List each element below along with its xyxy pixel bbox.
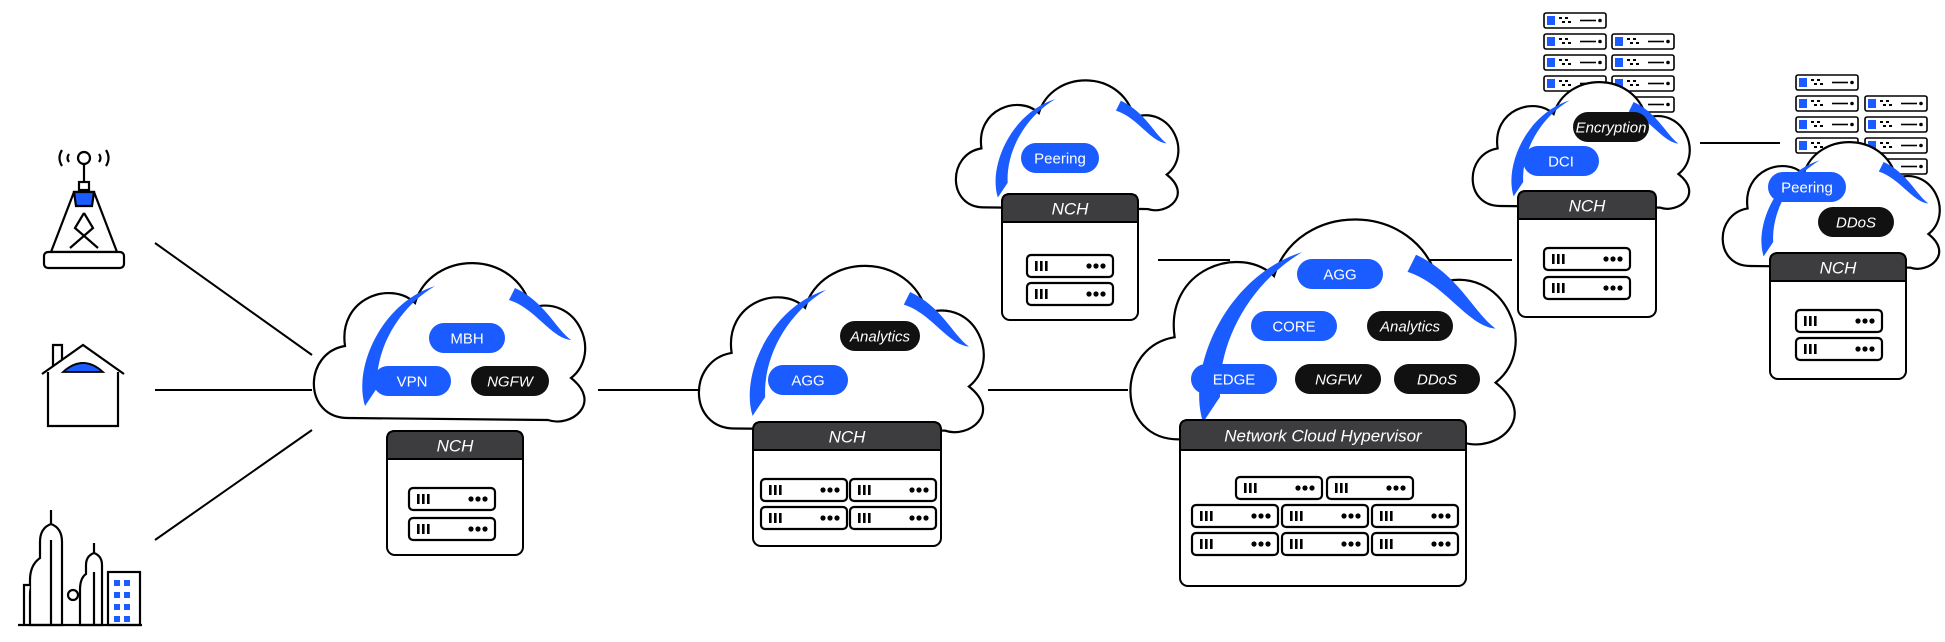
server-icon [1025, 253, 1115, 279]
server-icon [1542, 275, 1632, 301]
service-pill-ngfw: NGFW [471, 366, 549, 396]
server-icon [1280, 531, 1370, 557]
service-pill-vpn: VPN [373, 366, 451, 396]
service-pill-ngfw: NGFW [1295, 364, 1381, 394]
cloud-swoosh-icon [509, 288, 571, 340]
city-buildings-icon [18, 510, 142, 627]
service-pill-edge: EDGE [1191, 364, 1277, 394]
cloud-swoosh-icon [1115, 100, 1167, 144]
service-label: Peering [1781, 180, 1833, 197]
service-label: Peering [1034, 151, 1086, 168]
hypervisor-header [1179, 419, 1467, 451]
service-label: CORE [1272, 319, 1315, 336]
service-pill-dci: DCI [1523, 146, 1599, 176]
service-label: EDGE [1213, 372, 1256, 389]
server-icon [1370, 531, 1460, 557]
service-pill-ddos: DDoS [1394, 364, 1480, 394]
service-pill-agg: AGG [768, 365, 848, 395]
service-label: Analytics [1379, 319, 1441, 336]
server-icon [1234, 475, 1324, 501]
hypervisor-label: NCH [437, 437, 475, 456]
server-icon [759, 505, 849, 531]
cloud-swoosh-icon [749, 289, 827, 416]
server-icon [848, 505, 938, 531]
service-pill-analytics: Analytics [840, 321, 920, 351]
cloud-swoosh-icon [1628, 102, 1679, 144]
cloud-swoosh-icon [903, 292, 969, 347]
server-icon [759, 477, 849, 503]
server-icon [407, 516, 497, 542]
server-icon [1794, 308, 1884, 334]
cloud-swoosh-icon [1878, 162, 1929, 204]
link-city-access [154, 429, 313, 541]
service-pill-encryption: Encryption [1573, 112, 1649, 142]
server-icon [848, 477, 938, 503]
cloud-icon [697, 264, 985, 434]
cloud-swoosh-icon [1199, 251, 1303, 423]
hypervisor-box: NCH [752, 421, 942, 547]
service-label: VPN [397, 374, 428, 391]
hypervisor-label: Network Cloud Hypervisor [1224, 427, 1423, 446]
server-icon [1190, 503, 1280, 529]
cloud-node-access: MBH VPN NGFW NCH [312, 262, 587, 556]
hypervisor-label: NCH [1569, 197, 1607, 216]
server-icon [1794, 336, 1884, 362]
service-pill-core: CORE [1251, 311, 1337, 341]
service-pill-peering: Peering [1768, 172, 1846, 202]
cloud-swoosh-icon [1511, 100, 1570, 197]
hypervisor-header [1769, 252, 1907, 282]
hypervisor-header [386, 430, 524, 460]
service-label: AGG [1323, 267, 1356, 284]
hypervisor-box: NCH [386, 430, 524, 556]
service-label: DDoS [1417, 372, 1457, 389]
hypervisor-box: NCH [1517, 190, 1657, 318]
service-label: DCI [1548, 154, 1574, 171]
service-pill-analytics: Analytics [1367, 311, 1453, 341]
server-icon [1325, 475, 1415, 501]
server-icon [1025, 281, 1115, 307]
service-pill-ddos: DDoS [1818, 207, 1894, 237]
service-label: MBH [450, 331, 483, 348]
service-label: NGFW [487, 374, 535, 391]
service-label: Encryption [1576, 120, 1647, 137]
hypervisor-header [752, 421, 942, 451]
server-icon [1370, 503, 1460, 529]
hypervisor-box: Network Cloud Hypervisor [1179, 419, 1467, 587]
hypervisor-box: NCH [1769, 252, 1907, 380]
cell-tower-icon [42, 149, 126, 270]
server-icon [1542, 246, 1632, 272]
hypervisor-header [1517, 190, 1657, 220]
hypervisor-label: NCH [1820, 259, 1858, 278]
server-icon [1280, 503, 1370, 529]
hypervisor-header [1001, 193, 1139, 223]
link-tower-access [154, 242, 313, 356]
service-label: Analytics [849, 329, 911, 346]
cloud-swoosh-icon [1407, 254, 1496, 329]
service-pill-mbh: MBH [429, 323, 505, 353]
service-label: NGFW [1315, 372, 1363, 389]
cloud-swoosh-icon [995, 99, 1056, 198]
home-icon [41, 343, 125, 428]
service-label: AGG [791, 373, 824, 390]
cloud-swoosh-icon [362, 286, 435, 406]
hypervisor-label: NCH [829, 428, 867, 447]
service-pill-peering: Peering [1021, 143, 1099, 173]
connection-lines [154, 142, 1780, 541]
server-icon [1190, 531, 1280, 557]
server-icon [407, 486, 497, 512]
hypervisor-box: NCH [1001, 193, 1139, 321]
service-pill-agg: AGG [1297, 259, 1383, 289]
hypervisor-label: NCH [1052, 200, 1090, 219]
service-label: DDoS [1836, 215, 1876, 232]
